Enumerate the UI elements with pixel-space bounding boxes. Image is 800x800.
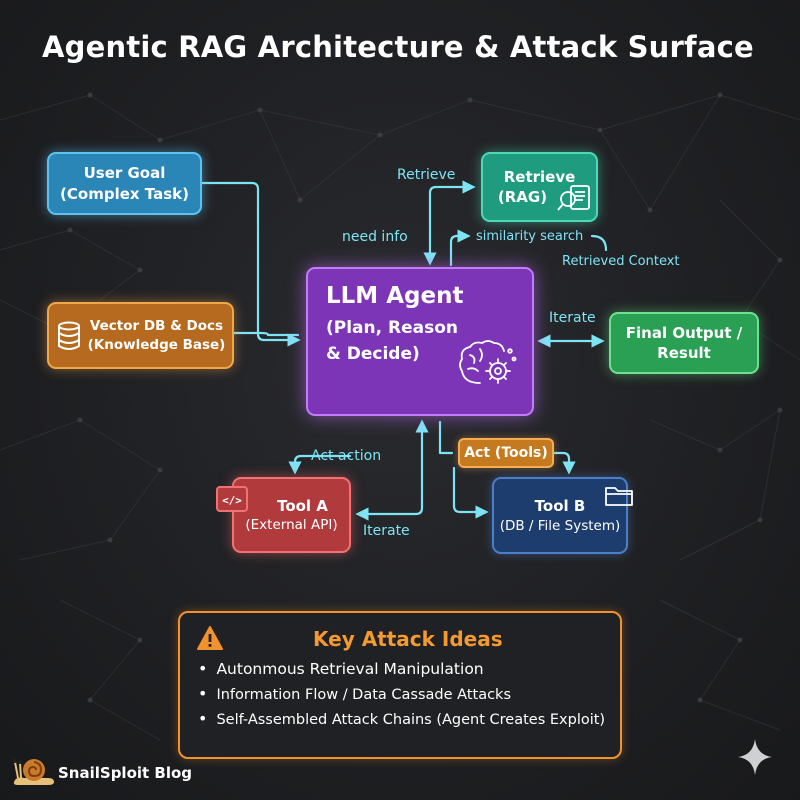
act-tools-label: Act (Tools) — [464, 444, 548, 461]
brand-name: SnailSploit Blog — [58, 764, 193, 782]
document-search-icon — [557, 185, 590, 211]
vector-db-subtitle: (Knowledge Base) — [87, 336, 226, 353]
code-icon: </> — [216, 486, 248, 512]
label-retrieve: Retrieve — [397, 167, 456, 183]
attack-ideas-title: Key Attack Ideas — [313, 627, 503, 651]
tool-b-subtitle: (DB / File System) — [499, 517, 621, 534]
user-goal-title: User Goal — [83, 164, 166, 183]
arrow-llm-to-acttools — [438, 420, 454, 455]
snail-icon — [13, 759, 54, 785]
arrow-llm-to-toola — [355, 419, 429, 521]
retrieve-title: Retrieve — [503, 167, 576, 186]
database-icon — [57, 321, 80, 350]
arrow-retrieved-context — [590, 234, 608, 252]
label-act-action: Act action — [311, 448, 382, 464]
llm-agent-subtitle-2: & Decide) — [326, 343, 420, 364]
vector-db-node: Vector DB & Docs (Knowledge Base) — [47, 302, 234, 369]
sparkle-icon — [738, 739, 772, 775]
llm-agent-node: LLM Agent (Plan, Reason & Decide) — [306, 267, 534, 416]
arrow-act-action — [288, 454, 352, 475]
llm-agent-title: LLM Agent — [326, 283, 464, 309]
attack-ideas-list: Autonmous Retrieval Manipulation Informa… — [198, 657, 605, 733]
final-output-node: Final Output / Result — [609, 312, 759, 374]
retrieve-subtitle: (RAG) — [497, 188, 548, 206]
llm-agent-subtitle-1: (Plan, Reason — [326, 318, 458, 339]
attack-ideas-panel: Key Attack Ideas Autonmous Retrieval Man… — [178, 611, 622, 759]
attack-idea-item: Information Flow / Data Cassade Attacks — [198, 682, 605, 708]
label-iterate-bottom: Iterate — [363, 523, 410, 539]
final-output-title: Final Output / — [625, 323, 743, 342]
arrow-similarity-search — [449, 229, 471, 267]
arrow-vectordb-to-llm — [232, 331, 300, 337]
tool-b-title: Tool B — [534, 497, 586, 516]
attack-idea-item: Autonmous Retrieval Manipulation — [198, 657, 605, 682]
label-retrieved-context: Retrieved Context — [562, 254, 680, 269]
act-tools-node: Act (Tools) — [458, 438, 554, 468]
page-title: Agentic RAG Architecture & Attack Surfac… — [42, 30, 754, 64]
final-output-subtitle: Result — [657, 344, 711, 362]
folder-icon — [605, 487, 633, 506]
tool-b-node: Tool B (DB / File System) — [492, 477, 628, 554]
user-goal-node: User Goal (Complex Task) — [47, 152, 202, 215]
arrow-llm-to-toolb — [452, 466, 489, 519]
tool-a-subtitle: (External API) — [245, 517, 338, 534]
brain-gear-icon — [459, 340, 517, 384]
arrow-acttools-to-toolb — [552, 451, 576, 475]
label-similarity-search: similarity search — [476, 229, 584, 244]
warning-icon — [197, 626, 223, 650]
vector-db-title: Vector DB & Docs — [89, 318, 224, 335]
retrieve-node: Retrieve (RAG) — [481, 152, 598, 222]
label-iterate-right: Iterate — [549, 310, 596, 326]
arrow-llm-to-retrieve — [423, 180, 476, 266]
user-goal-subtitle: (Complex Task) — [60, 184, 189, 203]
tool-a-title: Tool A — [277, 496, 328, 515]
arrow-user-to-llm — [200, 181, 301, 347]
label-need-info: need info — [342, 229, 408, 245]
tool-a-node: Tool A (External API) — [232, 477, 351, 553]
svg-text:</>: </> — [222, 494, 242, 507]
attack-idea-item: Self-Assembled Attack Chains (Agent Crea… — [198, 707, 605, 733]
